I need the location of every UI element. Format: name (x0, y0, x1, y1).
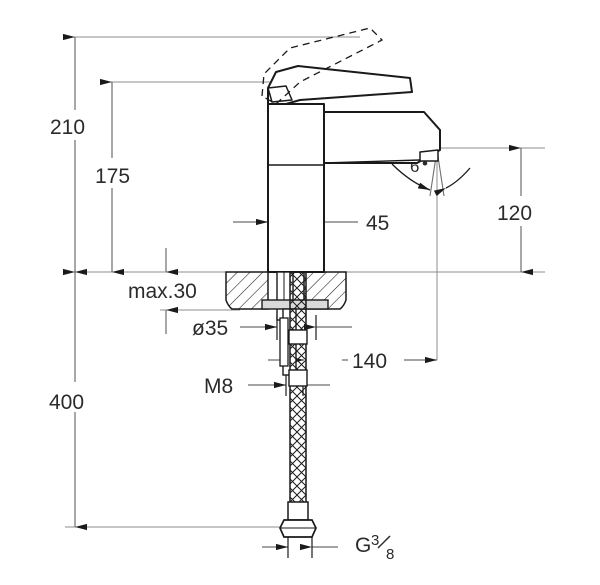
dimension-counter-thickness: max.30 (128, 248, 197, 334)
countertop-left (225, 271, 269, 310)
dim-label-thread-numerator: 3 (371, 532, 379, 549)
dimension-stud-thread: M8 (204, 374, 330, 398)
lever-pivot (267, 85, 293, 103)
dimension-body-width: 45 (233, 212, 389, 235)
dimension-right-height: 120 (494, 144, 554, 276)
dim-text-bg-120 (494, 196, 554, 226)
hose-ferrule-lower (287, 501, 309, 521)
dimension-mounting-hole: ø35 (192, 315, 352, 340)
dim-label-175: 175 (95, 165, 130, 188)
angle-arrow-right (433, 167, 471, 197)
dim-text-bg-210 (46, 110, 108, 140)
lever-handle-open-position (261, 27, 384, 105)
hose-ferrule-upper (288, 329, 308, 345)
dim-label-400: 400 (49, 391, 84, 414)
lever-dashed-outline (261, 27, 384, 105)
faucet-body (267, 65, 441, 273)
dim-label-thread-prefix: G (355, 534, 371, 557)
dimension-spout-height: 175 (92, 78, 154, 276)
angle-arrow-left (391, 163, 431, 191)
dim-text-bg-175 (92, 158, 154, 188)
dim-label-max30: max.30 (128, 280, 197, 303)
spout-underside-line (323, 159, 421, 164)
dimension-outlet-angle: 6 • (391, 149, 471, 197)
degree-symbol-icon: • (422, 154, 428, 173)
aerator-outlet (419, 149, 439, 162)
dim-text-bg-400 (46, 382, 108, 412)
dimension-projection: 140 (268, 344, 437, 373)
dim-label-120: 120 (497, 202, 532, 225)
fraction-slash-icon (377, 535, 391, 549)
m8-stud-inner (279, 317, 289, 367)
dimension-connection-thread: G 3 8 (262, 532, 394, 563)
hose-ferrule-mid (288, 369, 308, 387)
dim-text-bg-140 (348, 344, 404, 372)
lever-handle (267, 65, 413, 105)
dim-label-thread-denominator: 8 (386, 546, 394, 563)
dim-label-210: 210 (50, 116, 85, 139)
hose-braid (289, 271, 307, 515)
dim-label-angle-value: 6 (410, 157, 419, 176)
dim-label-m8: M8 (204, 375, 233, 398)
dimension-total-height: 210 (46, 33, 108, 276)
dim-label-45: 45 (366, 212, 389, 235)
faucet-column (267, 103, 325, 273)
dimension-hose-length: 400 (46, 268, 108, 531)
dim-label-hole-dia: ø35 (192, 317, 228, 340)
dim-label-140: 140 (352, 350, 387, 373)
flexible-hose (279, 271, 317, 538)
